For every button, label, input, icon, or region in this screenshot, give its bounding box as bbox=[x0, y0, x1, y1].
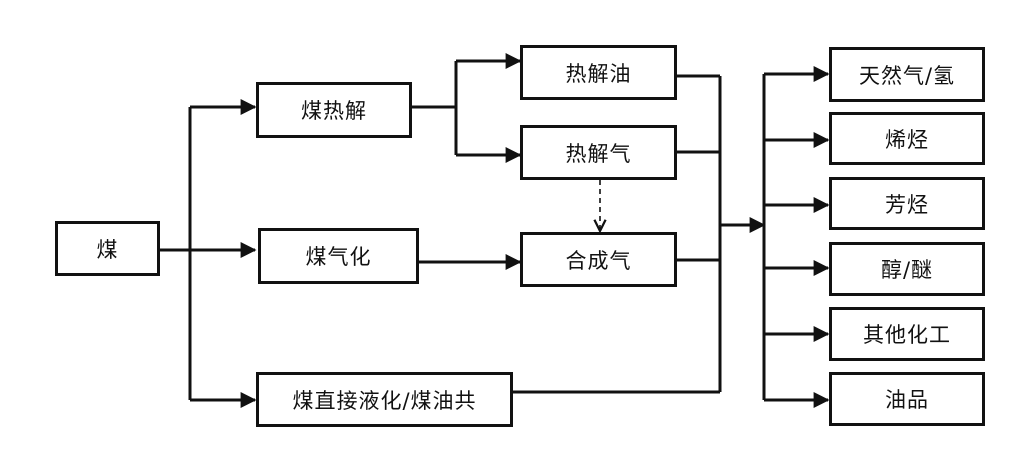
node-pyrolysis: 煤热解 bbox=[256, 82, 412, 138]
node-pyrolysis-oil: 热解油 bbox=[520, 45, 677, 100]
node-syngas: 合成气 bbox=[520, 232, 677, 287]
node-other-chemicals: 其他化工 bbox=[829, 307, 985, 361]
node-gasification: 煤气化 bbox=[258, 228, 419, 284]
node-oil-products: 油品 bbox=[829, 372, 985, 426]
node-aromatics: 芳烃 bbox=[829, 177, 985, 230]
node-alcohols-ethers: 醇/醚 bbox=[829, 242, 985, 296]
node-natural-gas-hydrogen: 天然气/氢 bbox=[829, 47, 985, 102]
node-olefins: 烯烃 bbox=[829, 112, 985, 165]
node-coal: 煤 bbox=[55, 221, 160, 276]
node-liquefaction: 煤直接液化/煤油共 bbox=[256, 372, 513, 427]
node-pyrolysis-gas: 热解气 bbox=[520, 125, 677, 180]
